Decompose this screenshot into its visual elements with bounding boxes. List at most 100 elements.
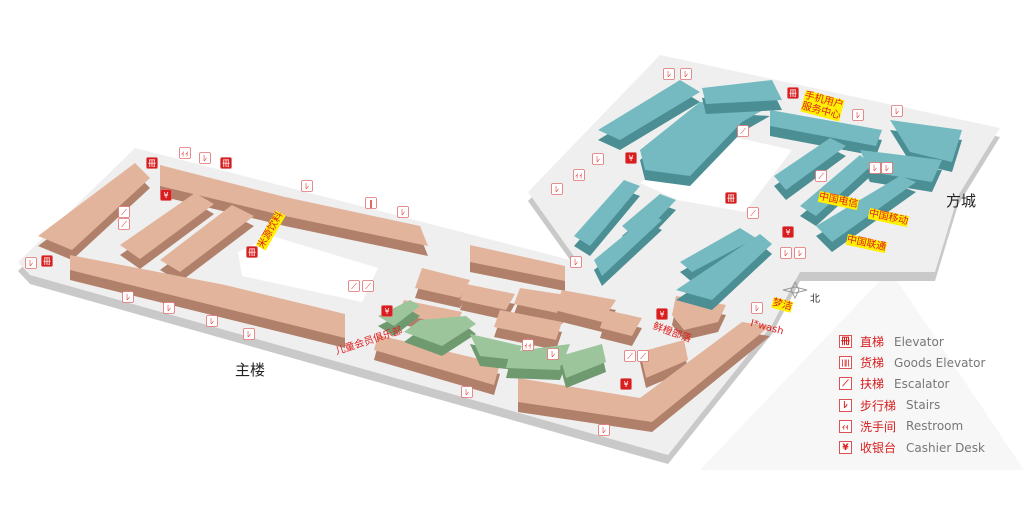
stairs-icon[interactable]: ﾚ <box>206 315 218 327</box>
legend-cn: 洗手间 <box>860 419 897 434</box>
shop-block-retail[interactable] <box>600 310 642 336</box>
stairs-icon[interactable]: ﾚ <box>751 302 763 314</box>
restroom-icon[interactable]: ｨｨ <box>573 169 585 181</box>
shop-block-retail[interactable] <box>460 284 515 310</box>
svg-text:ﾚ: ﾚ <box>784 249 788 258</box>
watermark-triangle <box>700 270 1024 470</box>
shop-block-telecom[interactable] <box>676 234 772 300</box>
cashier-icon[interactable]: ¥ <box>782 226 794 238</box>
svg-text:¥: ¥ <box>384 307 389 316</box>
cashier-icon[interactable]: ¥ <box>656 308 668 320</box>
shop-block-retail[interactable] <box>38 163 150 250</box>
shop-block-retail[interactable] <box>554 290 616 322</box>
shop-block-telecom[interactable] <box>594 214 662 276</box>
shop-block-retail[interactable] <box>640 340 688 378</box>
escalator-icon[interactable]: ⟋ <box>348 280 360 292</box>
escalator-icon[interactable]: ⟋ <box>624 350 636 362</box>
escalator-icon[interactable]: ⟋ <box>737 125 749 137</box>
elevator-icon[interactable]: 冊 <box>246 246 258 258</box>
shop-block-green[interactable] <box>470 334 522 360</box>
cashier-icon[interactable]: ¥ <box>625 152 637 164</box>
shop-block-green[interactable] <box>378 300 420 326</box>
escalator-icon[interactable]: ⟋ <box>118 206 130 218</box>
shop-block-side <box>594 224 662 286</box>
shop-block-telecom[interactable] <box>680 228 756 272</box>
svg-text:ﾚ: ﾚ <box>203 154 207 163</box>
stairs-icon[interactable]: ﾚ <box>199 152 211 164</box>
shop-blocks[interactable] <box>38 80 962 432</box>
elevator-icon[interactable]: 冊 <box>787 87 799 99</box>
stairs-icon[interactable]: ﾚ <box>461 386 473 398</box>
stairs-icon[interactable]: ﾚ <box>852 109 864 121</box>
shop-block-telecom[interactable] <box>774 138 846 190</box>
stairs-icon[interactable]: ﾚ <box>551 183 563 195</box>
stairs-icon[interactable]: ﾚ <box>243 328 255 340</box>
shop-block-telecom[interactable] <box>640 102 770 176</box>
legend-en: Cashier Desk <box>906 440 985 455</box>
escalator-icon[interactable]: ⟋ <box>118 218 130 230</box>
svg-text:ﾚ: ﾚ <box>602 426 606 435</box>
stairs-icon[interactable]: ﾚ <box>570 256 582 268</box>
shop-block-retail[interactable] <box>518 322 770 422</box>
stairs-icon[interactable]: ﾚ <box>25 257 37 269</box>
stairs-icon[interactable]: ﾚ <box>663 68 675 80</box>
cashier-icon[interactable]: ¥ <box>160 189 172 201</box>
stairs-icon[interactable]: ﾚ <box>397 206 409 218</box>
shop-block-retail[interactable] <box>160 165 428 246</box>
shop-block-telecom[interactable] <box>598 80 700 140</box>
escalator-icon[interactable]: ⟋ <box>747 207 759 219</box>
legend-en: Escalator <box>894 376 950 391</box>
svg-text:⟋: ⟋ <box>627 352 633 361</box>
escalator-icon[interactable]: ⟋ <box>362 280 374 292</box>
escalator-icon[interactable]: ⟋ <box>637 350 649 362</box>
cashier-icon[interactable]: ¥ <box>381 305 393 317</box>
shop-block-telecom[interactable] <box>816 176 916 242</box>
stairs-icon[interactable]: ﾚ <box>680 68 692 80</box>
shop-block-retail[interactable] <box>494 310 562 340</box>
restroom-icon[interactable]: ｨｨ <box>179 147 191 159</box>
shop-block-telecom[interactable] <box>890 120 962 162</box>
svg-text:ｨｨ: ｨｨ <box>575 171 583 180</box>
stairs-icon[interactable]: ﾚ <box>592 153 604 165</box>
facility-icons[interactable]: ﾚﾚﾚﾚ⟋ﾚﾚﾚﾚﾚﾚﾚﾚﾚﾚﾚﾚﾚﾚﾚﾚﾚﾚﾚ⟋⟋⟋⟋⟋⟋⟋⟋冊冊冊冊冊冊‖ｨ… <box>25 68 903 436</box>
shop-block-telecom[interactable] <box>574 180 640 246</box>
escalator-icon[interactable]: ⟋ <box>815 170 827 182</box>
shop-block-green[interactable] <box>560 344 606 378</box>
cashier-icon[interactable]: ¥ <box>620 378 632 390</box>
stairs-icon[interactable]: ﾚ <box>163 302 175 314</box>
north-label: 北 <box>810 294 820 305</box>
svg-text:ﾚ: ﾚ <box>210 317 214 326</box>
shop-block-retail[interactable] <box>160 205 254 272</box>
svg-text:冊: 冊 <box>148 159 156 168</box>
svg-text:⟋: ⟋ <box>640 352 646 361</box>
shop-block-retail[interactable] <box>70 255 345 338</box>
shop-block-retail[interactable] <box>470 245 565 281</box>
elevator-icon[interactable]: 冊 <box>220 157 232 169</box>
shop-block-retail[interactable] <box>120 193 214 259</box>
stairs-icon[interactable]: ﾚ <box>547 348 559 360</box>
restroom-icon[interactable]: ｨｨ <box>522 339 534 351</box>
shop-block-green[interactable] <box>404 316 476 346</box>
stairs-icon[interactable]: ﾚ <box>301 180 313 192</box>
stairs-icon[interactable]: ﾚ <box>794 247 806 259</box>
shop-block-telecom[interactable] <box>770 110 882 146</box>
shop-block-retail[interactable] <box>415 268 470 298</box>
stairs-icon[interactable]: ﾚ <box>780 247 792 259</box>
elevator-icon[interactable]: 冊 <box>725 192 737 204</box>
elevator-icon[interactable]: 冊 <box>146 157 158 169</box>
goods-elevator-icon: |‖| <box>839 356 852 370</box>
stairs-icon[interactable]: ﾚ <box>891 105 903 117</box>
svg-text:¥: ¥ <box>785 228 790 237</box>
stairs-icon[interactable]: ﾚ <box>869 162 881 174</box>
stairs-icon[interactable]: ﾚ <box>598 424 610 436</box>
shop-block-telecom[interactable] <box>702 80 782 104</box>
shop-block-telecom[interactable] <box>860 150 942 182</box>
elevator-icon[interactable]: 冊 <box>41 255 53 267</box>
stairs-icon[interactable]: ﾚ <box>122 291 134 303</box>
goods-elevator-icon[interactable]: ‖ <box>365 197 377 209</box>
svg-text:⟋: ⟋ <box>351 282 357 291</box>
shop-block-retail[interactable] <box>374 335 500 385</box>
stairs-icon[interactable]: ﾚ <box>881 162 893 174</box>
